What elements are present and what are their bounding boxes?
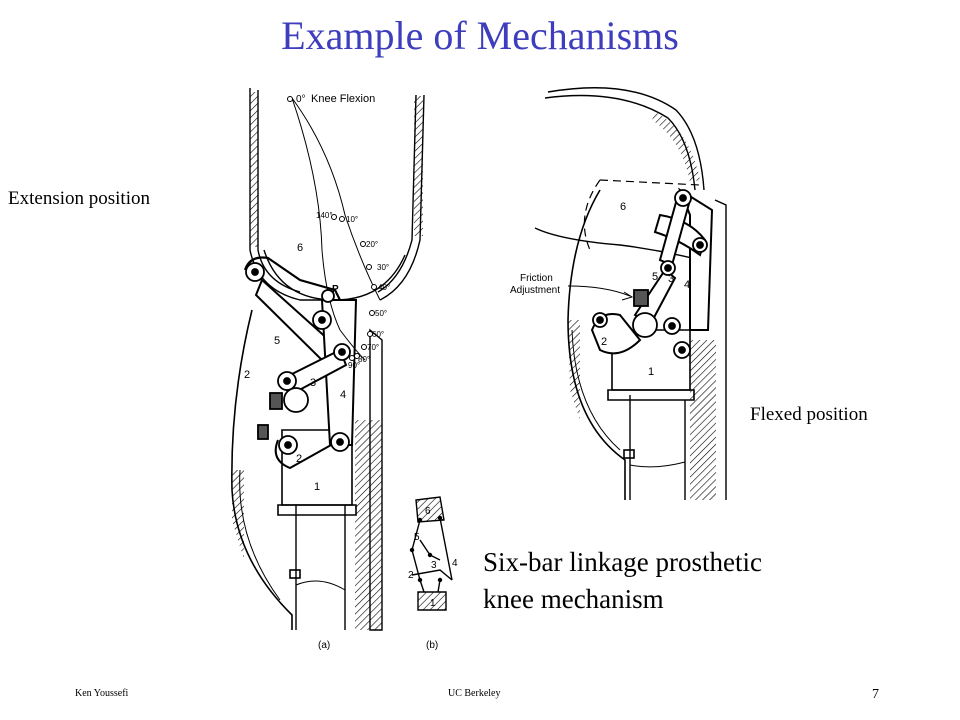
- extension-mechanism: [231, 88, 425, 631]
- link-2b-label-a: 2: [296, 453, 302, 465]
- link-6-label-b: 6: [425, 506, 431, 517]
- angle-label-50: 50°: [375, 309, 387, 318]
- knee-flexion-label: Knee Flexion: [311, 93, 375, 105]
- friction-label-line-1: Friction: [520, 273, 553, 284]
- extension-position-label: Extension position: [8, 188, 150, 209]
- knee-flexion-dots: [287, 96, 377, 361]
- page-number: 7: [872, 687, 879, 702]
- subfigure-a-label: (a): [318, 640, 330, 651]
- subfigure-b-label: (b): [426, 640, 438, 651]
- figure-caption: Six-bar linkage prosthetic knee mechanis…: [483, 544, 762, 618]
- link-5-label-a: 5: [274, 335, 280, 347]
- footer-author: Ken Youssefi: [75, 688, 129, 699]
- link-1-label-a: 1: [314, 481, 320, 493]
- flexed-annotations: Friction Adjustment 6 5 3 4 2 1: [510, 201, 690, 378]
- angle-label-80: 80°: [358, 355, 370, 364]
- link-2-label-flexed: 2: [601, 336, 607, 348]
- link-5-label-flexed: 5: [652, 271, 658, 283]
- schematic-linkage: [411, 496, 453, 611]
- link-1-label-b: 1: [430, 598, 436, 609]
- schematic-annotations: 6 5 3 4 2 1 (b): [408, 506, 458, 651]
- point-p-label: P: [332, 284, 339, 295]
- friction-label-line-2: Adjustment: [510, 285, 560, 296]
- flexed-position-label: Flexed position: [750, 404, 868, 425]
- angle-label-70: 70°: [367, 343, 379, 352]
- link-3-label-flexed: 3: [668, 273, 674, 285]
- link-6-label-a: 6: [297, 242, 303, 254]
- angle-label-90: 90°: [348, 361, 360, 370]
- angle-label-60: 60°: [372, 330, 384, 339]
- caption-line-2: knee mechanism: [483, 584, 664, 614]
- flexed-pivots: [592, 189, 708, 359]
- footer-org: UC Berkeley: [448, 688, 501, 699]
- angle-label-20: 20°: [366, 240, 378, 249]
- link-4-label-flexed: 4: [684, 279, 690, 291]
- link-4-label-b: 4: [452, 558, 458, 569]
- link-4-label-a: 4: [340, 389, 346, 401]
- link-3-label-b: 3: [431, 560, 437, 571]
- angle-label-40: 40°: [378, 283, 390, 292]
- link-6-label-flexed: 6: [620, 201, 626, 213]
- link-2-label-b: 2: [408, 570, 414, 581]
- extension-annotations: 0° Knee Flexion 10° 20° 30° 40° 50° 60° …: [244, 93, 390, 651]
- slide-title: Example of Mechanisms: [281, 13, 679, 58]
- angle-label-140: 140°: [316, 211, 333, 220]
- link-2-label-a: 2: [244, 369, 250, 381]
- link-1-label-flexed: 1: [648, 366, 654, 378]
- flexed-mechanism: [534, 87, 727, 500]
- schematic-joints: [409, 515, 443, 583]
- link-3-label-a: 3: [310, 377, 316, 389]
- caption-line-1: Six-bar linkage prosthetic: [483, 547, 762, 577]
- extension-pivots: [245, 262, 351, 455]
- angle-label-30: 30°: [377, 263, 389, 272]
- link-5-label-b: 5: [414, 532, 420, 543]
- angle-label-10: 10°: [346, 215, 358, 224]
- angle-label-0: 0°: [296, 94, 306, 105]
